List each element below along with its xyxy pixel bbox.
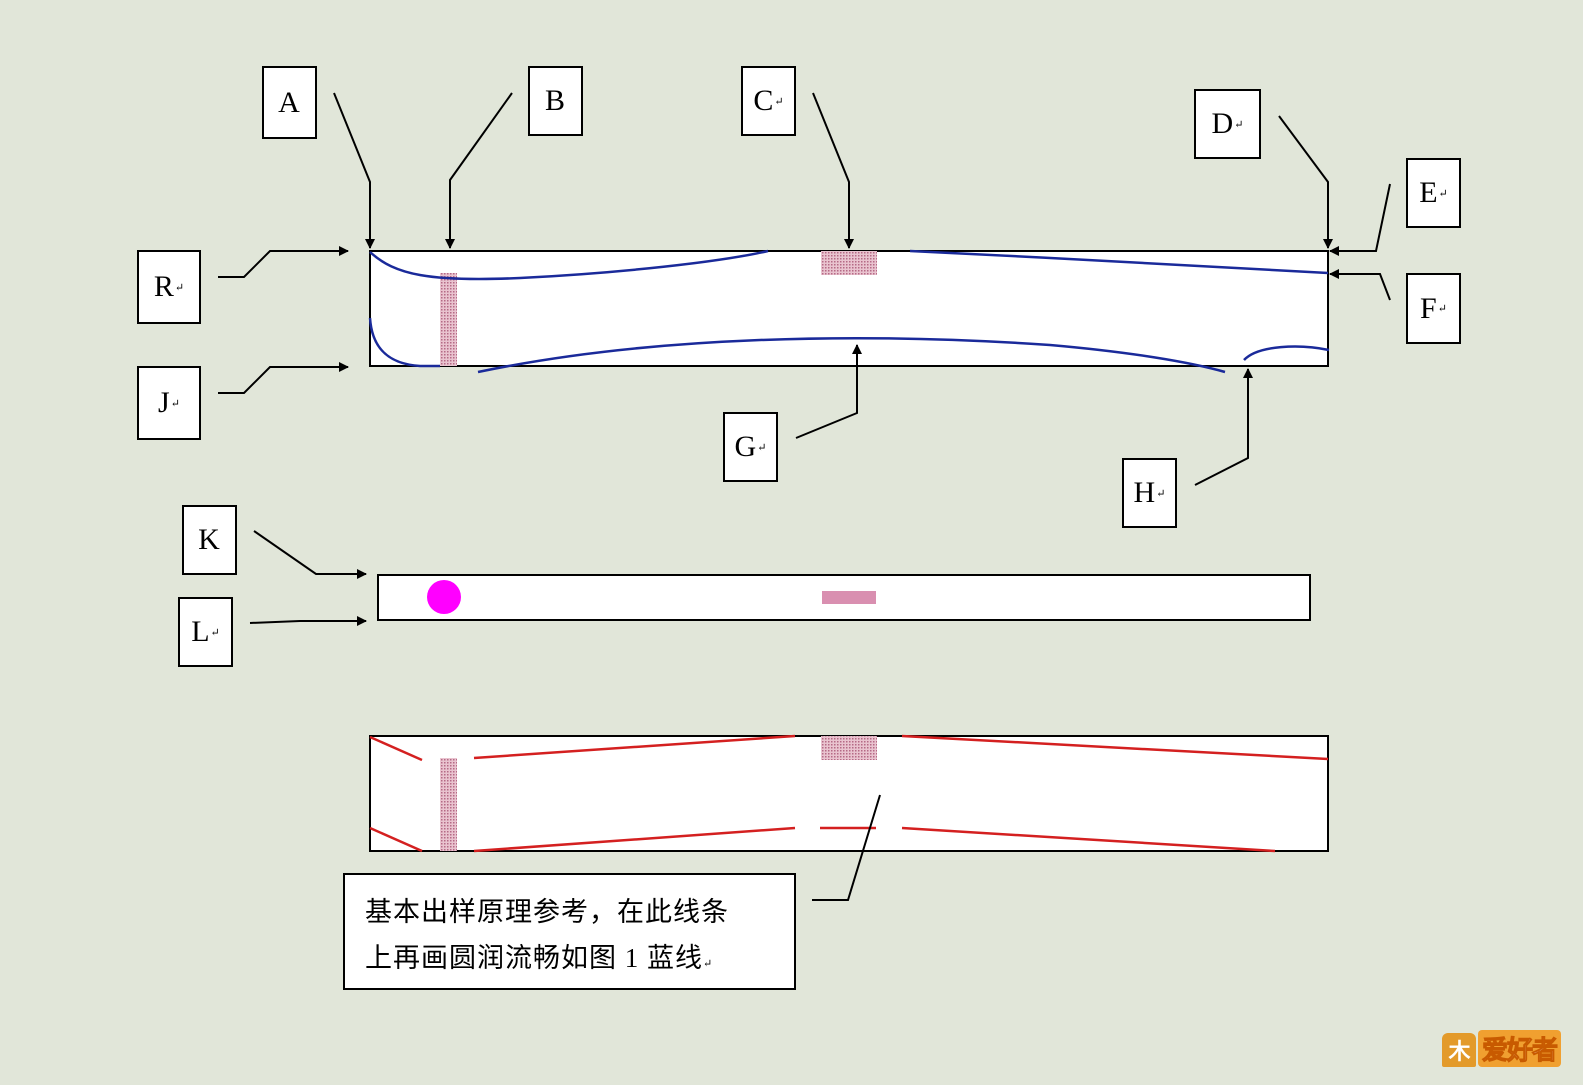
label-J-mark: ↵ (170, 397, 180, 410)
leader-K (253, 530, 367, 579)
label-C-mark: ↵ (774, 95, 784, 108)
leader-A (333, 92, 375, 249)
leader-H (1194, 368, 1253, 486)
red-line-top-right (901, 734, 1329, 761)
pink-bar (822, 591, 876, 604)
watermark-logo: 木 爱好者 (1441, 1030, 1561, 1067)
label-G-mark: ↵ (757, 441, 767, 454)
label-H-mark: ↵ (1156, 487, 1166, 500)
note-line-2: 上再画圆润流畅如图 1 蓝线 (365, 943, 703, 973)
label-D-mark: ↵ (1234, 118, 1244, 131)
leader-F (1329, 269, 1391, 301)
label-box-B: B (528, 66, 583, 136)
label-R-text: R (153, 270, 174, 303)
blue-curve-bottom-right (1243, 345, 1330, 361)
blue-curve-bottom-left (368, 317, 440, 368)
note-line-2-wrap: 上再画圆润流畅如图 1 蓝线↵ (365, 935, 774, 987)
leader-note (812, 794, 881, 901)
label-E-mark: ↵ (1438, 187, 1448, 200)
label-box-C: C↵ (741, 66, 796, 136)
note-line-2-mark: ↵ (703, 958, 714, 970)
leader-D (1278, 115, 1333, 249)
note-box: 基本出样原理参考，在此线条 上再画圆润流畅如图 1 蓝线↵ (343, 873, 796, 990)
leader-E (1329, 183, 1391, 256)
red-line-bottom-left (473, 826, 796, 853)
blue-curve-bottom-middle (477, 336, 1226, 374)
label-F-text: F (1420, 291, 1437, 325)
leader-R (218, 246, 349, 278)
leader-B (445, 92, 513, 249)
top-panel (368, 249, 1330, 374)
red-line-bottom-left-corner (369, 826, 423, 853)
leader-L (249, 616, 367, 626)
label-D-text: D (1211, 107, 1234, 140)
label-L-mark: ↵ (210, 626, 220, 639)
label-F-mark: ↵ (1437, 303, 1447, 315)
leader-G (795, 344, 862, 439)
label-B-text: B (544, 84, 565, 117)
red-line-bottom-right (901, 826, 1276, 853)
label-box-G: G↵ (723, 412, 778, 482)
top-panel-hatched-stripe-left (440, 273, 457, 366)
bottom-panel-hatched-block-top (821, 736, 877, 760)
label-J-text: J (158, 386, 170, 419)
label-box-K: K (182, 505, 237, 575)
leader-J (218, 362, 349, 394)
watermark-emblem-icon: 木 (1441, 1033, 1476, 1067)
label-C-text: C (753, 84, 774, 117)
label-box-J: J↵ (137, 366, 201, 440)
label-E-text: E (1419, 176, 1438, 209)
watermark-text: 爱好者 (1477, 1030, 1561, 1067)
label-H-text: H (1133, 476, 1156, 509)
label-box-D: D↵ (1194, 89, 1261, 159)
red-line-top-left-corner (369, 735, 423, 762)
top-panel-hatched-block-top (821, 251, 877, 275)
label-K-text: K (198, 523, 220, 556)
label-G-text: G (734, 430, 757, 463)
label-L-text: L (191, 615, 210, 648)
label-box-F: F↵ (1406, 273, 1461, 344)
bottom-panel (369, 734, 1329, 853)
bottom-panel-hatched-stripe-left (440, 758, 457, 851)
label-box-E: E↵ (1406, 158, 1461, 228)
label-box-R: R↵ (137, 250, 201, 324)
middle-panel (377, 574, 1311, 621)
leader-C (812, 92, 854, 249)
label-R-mark: ↵ (174, 281, 185, 294)
red-line-top-left (473, 734, 796, 760)
note-line-1: 基本出样原理参考，在此线条 (365, 897, 729, 927)
label-box-H: H↵ (1122, 458, 1177, 528)
magenta-dot (427, 580, 461, 614)
label-A-text: A (278, 85, 300, 119)
label-box-L: L↵ (178, 597, 233, 667)
blue-curve-top-left (369, 249, 769, 281)
blue-curve-top-right (909, 249, 1329, 275)
label-box-A: A (262, 66, 317, 139)
